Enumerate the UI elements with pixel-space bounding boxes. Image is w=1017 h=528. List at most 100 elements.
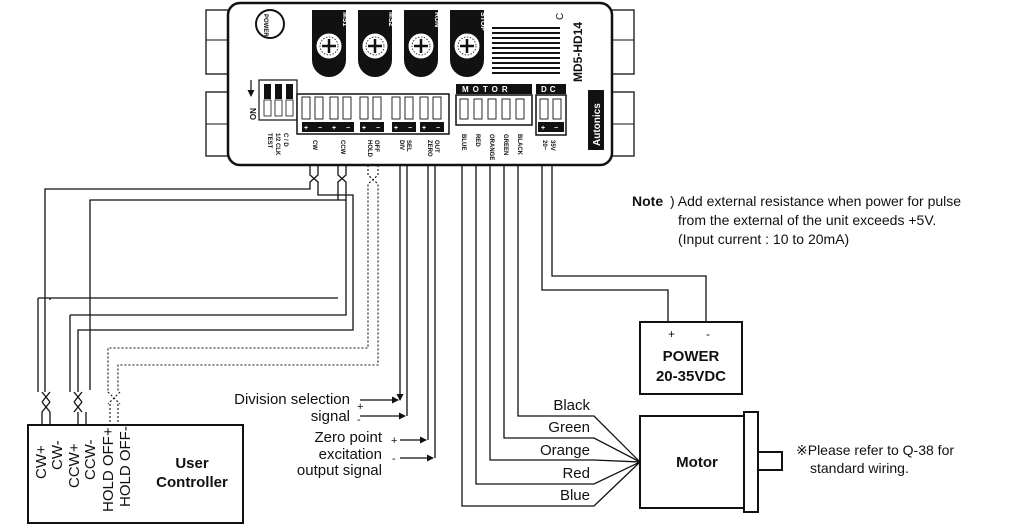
- t-zero-minus: −: [436, 125, 440, 132]
- brand-plate: [588, 90, 604, 150]
- motor-wire-blue: Blue: [560, 487, 590, 504]
- division-plus: +: [357, 401, 363, 413]
- dip-switch[interactable]: [258, 79, 298, 121]
- motor-wire-orange: Orange: [540, 442, 590, 459]
- controller-pin-cw-plus: CW+: [33, 445, 50, 479]
- controller-pin-ccw-plus: CCW+: [66, 443, 83, 488]
- controller-pin-ccw-minus: CCW-: [82, 439, 99, 480]
- svg-text:35V: 35V: [549, 140, 555, 151]
- svg-text:OUT: OUT: [433, 140, 439, 153]
- power-rating: 20-35VDC: [656, 368, 726, 385]
- svg-text:SEL: SEL: [405, 140, 411, 152]
- motor-terminal-screws: [459, 98, 525, 120]
- terminal-polarity-marks: [302, 122, 444, 132]
- controller-box: [27, 424, 244, 524]
- power-plus: +: [668, 327, 675, 341]
- division-minus: -: [357, 414, 361, 426]
- dc-plus: +: [541, 125, 545, 132]
- motor-wire-red: Red: [562, 465, 590, 482]
- zero-minus: -: [392, 453, 396, 465]
- svg-text:CW: CW: [311, 140, 317, 150]
- note-line3: (Input current : 10 to 20mA): [678, 231, 849, 247]
- wire-dc-power: [541, 165, 707, 322]
- zero-label-line3: output signal: [297, 462, 382, 479]
- t-hold-minus: −: [376, 125, 380, 132]
- zero-plus: +: [391, 435, 397, 447]
- motor-ref-line2: standard wiring.: [810, 460, 909, 476]
- motor-shaft: [757, 451, 783, 471]
- motor-wire-green: Green: [548, 419, 590, 436]
- t-div-minus: −: [408, 125, 412, 132]
- svg-text:GREEN: GREEN: [502, 134, 508, 155]
- svg-text:1/2 CLK: 1/2 CLK: [274, 133, 280, 156]
- svg-text:BLUE: BLUE: [460, 134, 466, 150]
- terminal-screws: [301, 96, 442, 120]
- wire-motor: [461, 165, 641, 507]
- heatsink-grille: [492, 27, 560, 74]
- controller-pin-cw-minus: CW-: [49, 440, 66, 470]
- motor-body: [639, 415, 745, 509]
- motor-flange: [743, 411, 759, 513]
- wire-ccw-pair: [37, 165, 347, 430]
- pot-run[interactable]: RUN: [404, 10, 440, 77]
- power-supply: + - POWER 20-35VDC: [639, 321, 743, 395]
- wire-division-selection: [360, 165, 408, 420]
- controller-pin-hold-plus: HOLD OFF+: [100, 427, 117, 512]
- terminal-labels: TEST 1/2 CLK C / D CW CCW HOLD OFF DIV S…: [266, 133, 555, 160]
- t-zero-plus: +: [422, 125, 426, 132]
- pot-ms1-label: MS1: [341, 12, 348, 27]
- pot-stop[interactable]: STOP: [450, 10, 486, 77]
- t-ccw-minus: −: [346, 125, 350, 132]
- user-controller: CW+ CW- CCW+ CCW- HOLD OFF+ HOLD OFF- Us…: [27, 424, 244, 524]
- controller-title-line2: Controller: [156, 474, 228, 491]
- t-div-plus: +: [394, 125, 398, 132]
- driver-flange-right-top: [609, 9, 635, 75]
- driver-unit: POWER MS1 MS2 RUN STOP: [205, 1, 635, 167]
- note-line1: ) Add external resistance when power for…: [670, 193, 961, 209]
- t-cw-plus: +: [304, 125, 308, 132]
- power-box: [639, 321, 743, 395]
- svg-text:BLACK: BLACK: [516, 134, 522, 156]
- motor-wire-black: Black: [553, 397, 590, 414]
- power-minus: -: [706, 327, 710, 341]
- signal-labels: Division selection signal + - Zero point…: [234, 391, 397, 479]
- svg-text:TEST: TEST: [266, 133, 272, 149]
- driver-flange-left-top: [205, 9, 231, 75]
- wire-zero-point: [400, 165, 436, 462]
- wiring: [37, 165, 707, 507]
- note-line2: from the external of the unit exceeds +5…: [678, 212, 936, 228]
- dc-section-label: DC: [541, 85, 559, 94]
- svg-text:OFF: OFF: [373, 140, 379, 152]
- motor: Motor Black Green Orange Red Blue ※Pleas…: [540, 397, 954, 513]
- model-label: MD5-HD14: [571, 22, 585, 82]
- motor-title: Motor: [676, 454, 718, 471]
- power-title: POWER: [663, 348, 720, 365]
- power-led: [255, 9, 285, 39]
- t-hold-plus: +: [362, 125, 366, 132]
- ce-mark: C: [555, 13, 566, 20]
- dip-on-label: ON: [249, 108, 258, 120]
- note: Note ) Add external resistance when powe…: [632, 193, 961, 247]
- note-label: Note: [632, 193, 663, 209]
- pot-ms2-label: MS2: [387, 12, 394, 27]
- motor-section-label: MOTOR: [462, 85, 512, 94]
- zero-label-line2: excitation: [319, 446, 382, 463]
- pot-run-label: RUN: [433, 12, 440, 27]
- zero-label-line1: Zero point: [314, 429, 382, 446]
- svg-text:CCW: CCW: [339, 140, 345, 155]
- pot-ms2[interactable]: MS2: [358, 10, 394, 77]
- dc-section-header: [536, 84, 566, 94]
- svg-text:DIV: DIV: [398, 140, 404, 150]
- dc-minus: −: [554, 125, 558, 132]
- controller-pin-hold-minus: HOLD OFF-: [117, 426, 134, 507]
- division-label-line2: signal: [311, 408, 350, 425]
- pot-ms1[interactable]: MS1: [312, 10, 348, 77]
- controller-title-line1: User: [175, 455, 209, 472]
- t-cw-minus: −: [318, 125, 322, 132]
- svg-text:20~: 20~: [541, 140, 547, 151]
- pot-stop-label: STOP: [479, 12, 486, 31]
- svg-text:ZERO: ZERO: [426, 140, 432, 157]
- brand-label: Autonics: [592, 103, 603, 146]
- svg-text:C / D: C / D: [282, 133, 288, 147]
